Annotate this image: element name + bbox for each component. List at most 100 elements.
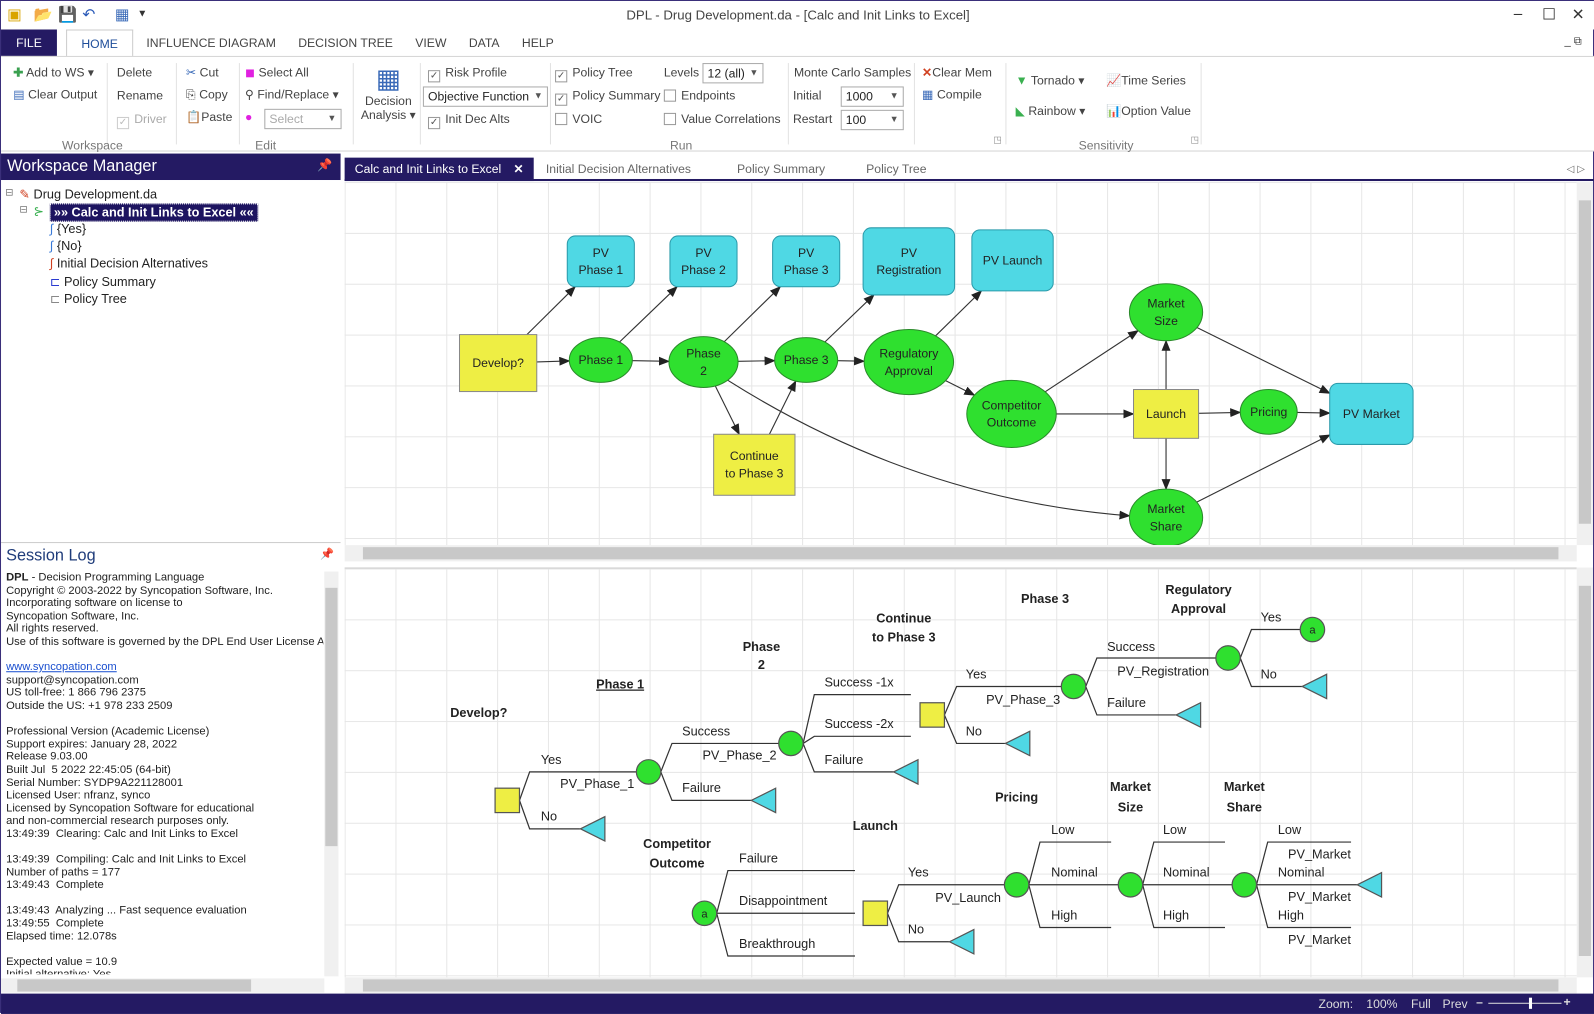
- influence-arrow-develop-pvp1[interactable]: [526, 286, 576, 335]
- run-dialog-launcher[interactable]: ◳: [993, 134, 1002, 145]
- website-link[interactable]: www.syncopation.com: [6, 661, 117, 674]
- tab-home[interactable]: HOME: [66, 29, 134, 57]
- doc-tab-initial-decision-alternatives[interactable]: Initial Decision Alternatives: [545, 161, 692, 176]
- select-all-button[interactable]: ◼ Select All: [245, 65, 309, 80]
- influence-arrow-reg-comp[interactable]: [945, 380, 976, 396]
- chance-node[interactable]: [778, 730, 804, 757]
- influence-arrow-p3-reg[interactable]: [837, 356, 866, 366]
- tab-influence-diagram[interactable]: INFLUENCE DIAGRAM: [146, 35, 276, 50]
- driver-checkbox[interactable]: ✓Driver: [116, 111, 167, 130]
- tab-help[interactable]: HELP: [521, 35, 554, 50]
- levels-combo[interactable]: 12 (all)▼: [702, 63, 764, 84]
- tab-data[interactable]: DATA: [468, 35, 500, 50]
- chance-node[interactable]: [1231, 871, 1258, 898]
- save-icon[interactable]: 💾: [57, 6, 77, 24]
- mdi-minimize-button[interactable]: _ ⧉: [1564, 35, 1582, 48]
- tree-item-initial-decision-alternatives[interactable]: ∫ Initial Decision Alternatives: [49, 256, 209, 271]
- close-tab-icon[interactable]: ✕: [513, 161, 524, 176]
- value-correlations-checkbox[interactable]: Value Correlations: [663, 112, 781, 126]
- find-replace-button[interactable]: ⚲ Find/Replace ▾: [245, 87, 339, 102]
- zoom-in-button[interactable]: +: [1563, 994, 1571, 1009]
- objective-function-combo[interactable]: Objective Function▼: [422, 86, 548, 107]
- tab-scroll-arrows[interactable]: ◁ ▷: [1566, 163, 1586, 175]
- sensitivity-dialog-launcher[interactable]: ◳: [1190, 134, 1200, 145]
- reference-node[interactable]: [1299, 616, 1326, 643]
- tree-vscrollbar[interactable]: [1576, 567, 1594, 978]
- pin-icon[interactable]: 📌: [317, 157, 333, 172]
- rainbow-button[interactable]: ◣ Rainbow ▾: [1015, 103, 1086, 118]
- tab-file[interactable]: FILE: [1, 29, 57, 56]
- influence-arrow-reg-pvlaunch[interactable]: [935, 290, 983, 337]
- influence-arrow-p2-cont[interactable]: [714, 385, 740, 436]
- tree-hscrollbar[interactable]: [344, 977, 1577, 994]
- influence-arrow-cont-p3[interactable]: [768, 380, 797, 435]
- close-button[interactable]: ✕: [1571, 6, 1585, 24]
- clear-output-button[interactable]: ▤ Clear Output: [13, 87, 98, 102]
- decision-node[interactable]: [494, 787, 521, 814]
- reference-node[interactable]: [691, 900, 718, 927]
- influence-node-pricing[interactable]: Pricing: [1239, 389, 1298, 435]
- tab-view[interactable]: VIEW: [415, 35, 447, 50]
- init-dec-alts-checkbox[interactable]: ✓Init Dec Alts: [427, 111, 510, 130]
- delete-button[interactable]: Delete: [116, 65, 153, 80]
- select-combo[interactable]: Select▼: [264, 108, 342, 130]
- influence-arrow-p2-mshare[interactable]: [727, 379, 1131, 520]
- tree-item-policy-tree[interactable]: ⊏ Policy Tree: [49, 291, 127, 307]
- influence-node-p1[interactable]: Phase 1: [568, 337, 633, 383]
- tree-item-selected-model[interactable]: »» Calc and Init Links to Excel ««: [49, 203, 258, 222]
- influence-arrow-msize-pvmarket[interactable]: [1196, 327, 1331, 394]
- influence-arrow-launch-pricing[interactable]: [1198, 408, 1242, 418]
- policy-tree-checkbox[interactable]: ✓Policy Tree: [555, 65, 633, 83]
- compile-button[interactable]: ▦ Compile: [922, 87, 982, 102]
- add-to-ws-button[interactable]: ✚ Add to WS ▾: [13, 65, 94, 80]
- influence-arrow-p1-pvp2[interactable]: [619, 286, 678, 343]
- zoom-out-button[interactable]: –: [1476, 994, 1483, 1009]
- influence-node-launch[interactable]: Launch: [1133, 389, 1200, 439]
- pin-icon[interactable]: 📌: [320, 548, 335, 561]
- chance-node[interactable]: [1060, 673, 1087, 700]
- open-icon[interactable]: 📂: [33, 6, 53, 24]
- tab-decision-tree[interactable]: DECISION TREE: [298, 35, 393, 50]
- tree-item-yes[interactable]: ∫ {Yes}: [49, 221, 87, 236]
- calculator-icon[interactable]: ▦: [114, 6, 130, 24]
- endpoints-checkbox[interactable]: Endpoints: [663, 88, 735, 103]
- collapse-icon[interactable]: ⊟: [5, 187, 14, 199]
- doc-tab-calc-and-init[interactable]: Calc and Init Links to Excel✕: [344, 157, 534, 182]
- customize-toolbar-icon[interactable]: ▼: [137, 8, 148, 20]
- influence-node-develop[interactable]: Develop?: [458, 334, 538, 393]
- influence-vscrollbar[interactable]: [1576, 182, 1594, 546]
- doc-tab-policy-summary[interactable]: Policy Summary: [737, 161, 826, 176]
- tree-root[interactable]: ✎ Drug Development.da: [19, 187, 158, 202]
- cut-button[interactable]: ✂ Cut: [186, 65, 219, 80]
- option-value-button[interactable]: 📊Option Value: [1106, 103, 1191, 118]
- influence-node-pvlaunch[interactable]: PV Launch: [971, 229, 1054, 292]
- decision-tree-canvas[interactable]: Develop? Phase 1 Phase 2 Continue to Pha…: [344, 567, 1577, 978]
- chance-node[interactable]: [1003, 871, 1030, 898]
- policy-summary-checkbox[interactable]: ✓Policy Summary: [555, 88, 661, 106]
- tree-item-no[interactable]: ∫ {No}: [49, 238, 82, 254]
- influence-node-p3[interactable]: Phase 3: [774, 337, 839, 383]
- influence-hscrollbar[interactable]: [344, 545, 1577, 562]
- chance-node[interactable]: [1215, 645, 1241, 671]
- zoom-slider-thumb[interactable]: [1528, 997, 1532, 1009]
- restart-samples-combo[interactable]: 100▼: [840, 109, 904, 131]
- influence-arrow-p2-p3[interactable]: [738, 356, 776, 366]
- initial-samples-combo[interactable]: 1000▼: [840, 86, 904, 107]
- zoom-full-button[interactable]: Full: [1411, 996, 1431, 1011]
- decision-node[interactable]: [919, 702, 946, 728]
- rename-button[interactable]: Rename: [116, 88, 164, 103]
- chance-node[interactable]: [1117, 871, 1144, 898]
- zoom-prev-button[interactable]: Prev: [1442, 996, 1468, 1011]
- influence-arrow-p2-pvp3[interactable]: [723, 286, 782, 343]
- influence-arrow-comp-msize[interactable]: [1044, 329, 1140, 393]
- influence-arrow-develop-p1[interactable]: [536, 356, 571, 366]
- clear-mem-button[interactable]: ✕Clear Mem: [922, 65, 992, 80]
